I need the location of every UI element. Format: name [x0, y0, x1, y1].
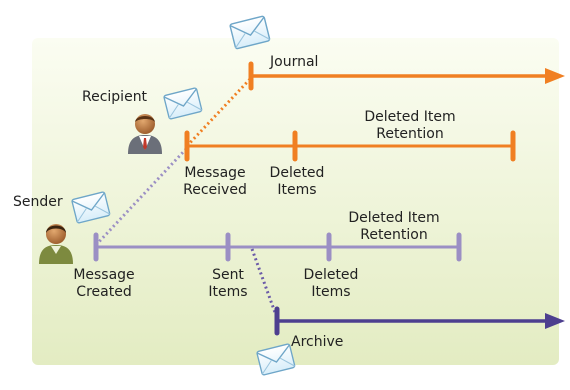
- recipient-connector: [94, 146, 189, 247]
- archive-label: Archive: [291, 334, 343, 350]
- sent-items-label-line1: Sent: [212, 267, 244, 283]
- sender-retention-label-line2: Retention: [360, 227, 428, 243]
- message-received-label-line2: Received: [183, 182, 247, 198]
- sender-retention-label-line1: Deleted Item: [348, 210, 439, 226]
- message-created-label-line1: Message: [73, 267, 134, 283]
- recipient-retention-label-line1: Deleted Item: [364, 109, 455, 125]
- recipient-label: Recipient: [82, 89, 148, 105]
- sender-label: Sender: [13, 194, 63, 210]
- message-received-label-line1: Message: [184, 165, 245, 181]
- journal-connector: [185, 76, 253, 148]
- background-panel: [32, 38, 559, 365]
- archive-arrow: [545, 313, 565, 329]
- archive-connector: [250, 248, 279, 319]
- recipient-deleted-items-label-line1: Deleted: [270, 165, 325, 181]
- sender-deleted-items-label-line2: Items: [311, 284, 350, 300]
- journal-label: Journal: [269, 54, 318, 70]
- sender-deleted-items-label-line1: Deleted: [304, 267, 359, 283]
- recipient-retention-label-line2: Retention: [376, 126, 444, 142]
- recipient-deleted-items-label-line2: Items: [277, 182, 316, 198]
- sent-items-label-line2: Items: [208, 284, 247, 300]
- message-created-label-line2: Created: [76, 284, 131, 300]
- journal-arrow: [545, 68, 565, 84]
